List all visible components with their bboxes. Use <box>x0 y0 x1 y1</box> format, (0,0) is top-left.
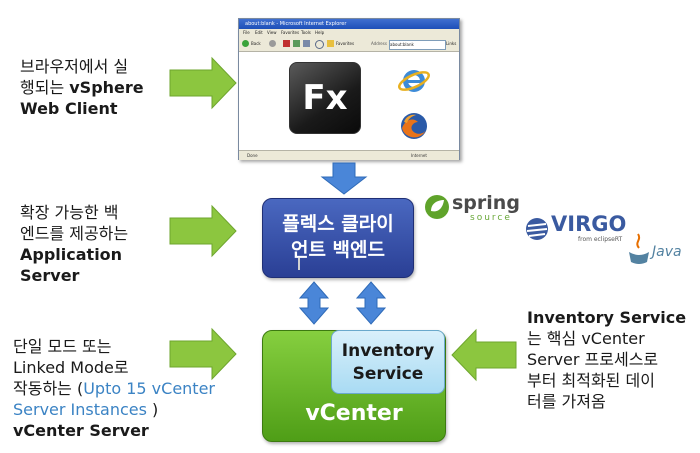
home-icon[interactable] <box>303 40 310 47</box>
backend-line2: 언트 백엔드 <box>290 239 385 261</box>
vcenter-label: vCenter <box>305 401 403 426</box>
virgo-logo-sub: from eclipseRT <box>578 236 623 243</box>
java-logo-text: Java <box>652 244 682 260</box>
spring-logo-text: spring <box>452 192 520 214</box>
desc1-line1: 브라우저에서 실 <box>20 57 129 76</box>
desc3-line5: vCenter Server <box>13 421 149 440</box>
inventory-line2: Service <box>352 364 424 384</box>
flex-client-backend-box: 플렉스 클라이 언트 백엔드 <box>262 198 414 278</box>
desc2-line1: 확장 가능한 백 <box>20 203 119 222</box>
browser-titlebar: about:blank - Microsoft Internet Explore… <box>239 19 459 29</box>
desc3-line4: Server Instances ) <box>13 399 215 420</box>
virgo-logo-text: VIRGO <box>551 212 627 236</box>
back-button-label[interactable]: Back <box>251 41 261 46</box>
menu-edit[interactable]: Edit <box>255 30 263 35</box>
desc3-line2: Linked Mode로 <box>13 358 129 377</box>
menu-view[interactable]: View <box>267 30 277 35</box>
address-value: about:blank <box>390 42 414 47</box>
backend-line1: 플렉스 클라이 <box>282 213 394 235</box>
firefox-icon <box>401 113 427 139</box>
desc4-line5: 터를 가져옴 <box>527 392 606 411</box>
flex-logo-text: Fx <box>302 78 348 118</box>
browser-title: about:blank - Microsoft Internet Explore… <box>245 21 347 27</box>
menu-favorites[interactable]: Favorites <box>281 30 300 35</box>
flex-logo: Fx <box>289 62 361 134</box>
vcenter-description: 단일 모드 또는 Linked Mode로 작동하는 (Upto 15 vCen… <box>13 336 215 441</box>
internet-explorer-icon <box>398 70 430 92</box>
inventory-description: Inventory Service 는 핵심 vCenter Server 프로… <box>527 307 686 412</box>
virgo-logo-icon <box>526 218 548 240</box>
browser-description: 브라우저에서 실 행되는 vSphere Web Client <box>20 56 144 119</box>
desc1-line2-bold: vSphere <box>69 78 144 97</box>
desc3-line3: 작동하는 (Upto 15 vCenter <box>13 378 215 399</box>
blue-double-arrow-right <box>355 281 387 325</box>
menu-help[interactable]: Help <box>315 30 325 35</box>
backend-description: 확장 가능한 백 엔드를 제공하는 Application Server <box>20 202 128 286</box>
inventory-line1: Inventory <box>341 341 435 361</box>
status-right: Internet <box>411 153 427 158</box>
menu-file[interactable]: File <box>243 30 250 35</box>
blue-arrow-down <box>320 162 368 195</box>
desc2-line4: Server <box>20 266 80 285</box>
java-cup-icon <box>629 233 649 264</box>
links-label[interactable]: Links <box>446 41 457 46</box>
text-cursor-icon <box>298 258 300 270</box>
desc2-line3: Application <box>20 245 123 264</box>
desc4-line3: Server 프로세스로 <box>527 350 659 369</box>
search-icon[interactable] <box>315 40 324 49</box>
desc3-line3-pre: 작동하는 ( <box>13 379 84 398</box>
desc2-line2: 엔드를 제공하는 <box>20 224 129 243</box>
menu-tools[interactable]: Tools <box>301 30 311 35</box>
back-arrow-icon[interactable] <box>242 40 249 47</box>
address-label: Address <box>371 41 387 46</box>
inventory-service-box: Inventory Service <box>331 330 445 394</box>
favorites-star-icon[interactable] <box>327 40 334 47</box>
browser-menubar: File Edit View Favorites Tools Help <box>239 29 459 37</box>
address-bar[interactable]: about:blank <box>389 40 446 50</box>
desc3-line1: 단일 모드 또는 <box>13 337 112 356</box>
browser-toolbar: Back Favorites Address about:blank Links <box>239 37 459 52</box>
refresh-icon[interactable] <box>293 40 300 47</box>
spring-logo-sub: source <box>470 213 512 223</box>
desc4-line1: Inventory Service <box>527 308 687 327</box>
spring-leaf-icon <box>425 195 449 219</box>
desc3-line4-blue: Server Instances <box>13 400 147 419</box>
browser-statusbar: Done Internet <box>239 150 459 160</box>
desc1-line2-pre: 행되는 <box>20 78 70 97</box>
desc4-line2: 는 핵심 vCenter <box>527 329 645 348</box>
forward-arrow-icon[interactable] <box>269 40 276 47</box>
green-arrow-browser <box>169 56 237 110</box>
stop-icon[interactable] <box>283 40 290 47</box>
browser-viewport: Fx <box>239 52 459 150</box>
desc4-line4: 부터 최적화된 데이 <box>527 371 655 390</box>
desc1-line3: Web Client <box>20 99 118 118</box>
desc1-line2: 행되는 vSphere <box>20 77 144 98</box>
green-arrow-vcenter-right <box>451 328 517 382</box>
blue-double-arrow-left <box>298 281 330 325</box>
green-arrow-vcenter-left <box>169 327 237 381</box>
desc3-line3-blue: Upto 15 vCenter <box>83 379 215 398</box>
favorites-button-label[interactable]: Favorites <box>336 41 355 46</box>
status-left: Done <box>247 153 258 158</box>
green-arrow-backend <box>169 204 237 258</box>
browser-window: about:blank - Microsoft Internet Explore… <box>238 18 460 160</box>
desc3-line4-post: ) <box>146 400 159 419</box>
